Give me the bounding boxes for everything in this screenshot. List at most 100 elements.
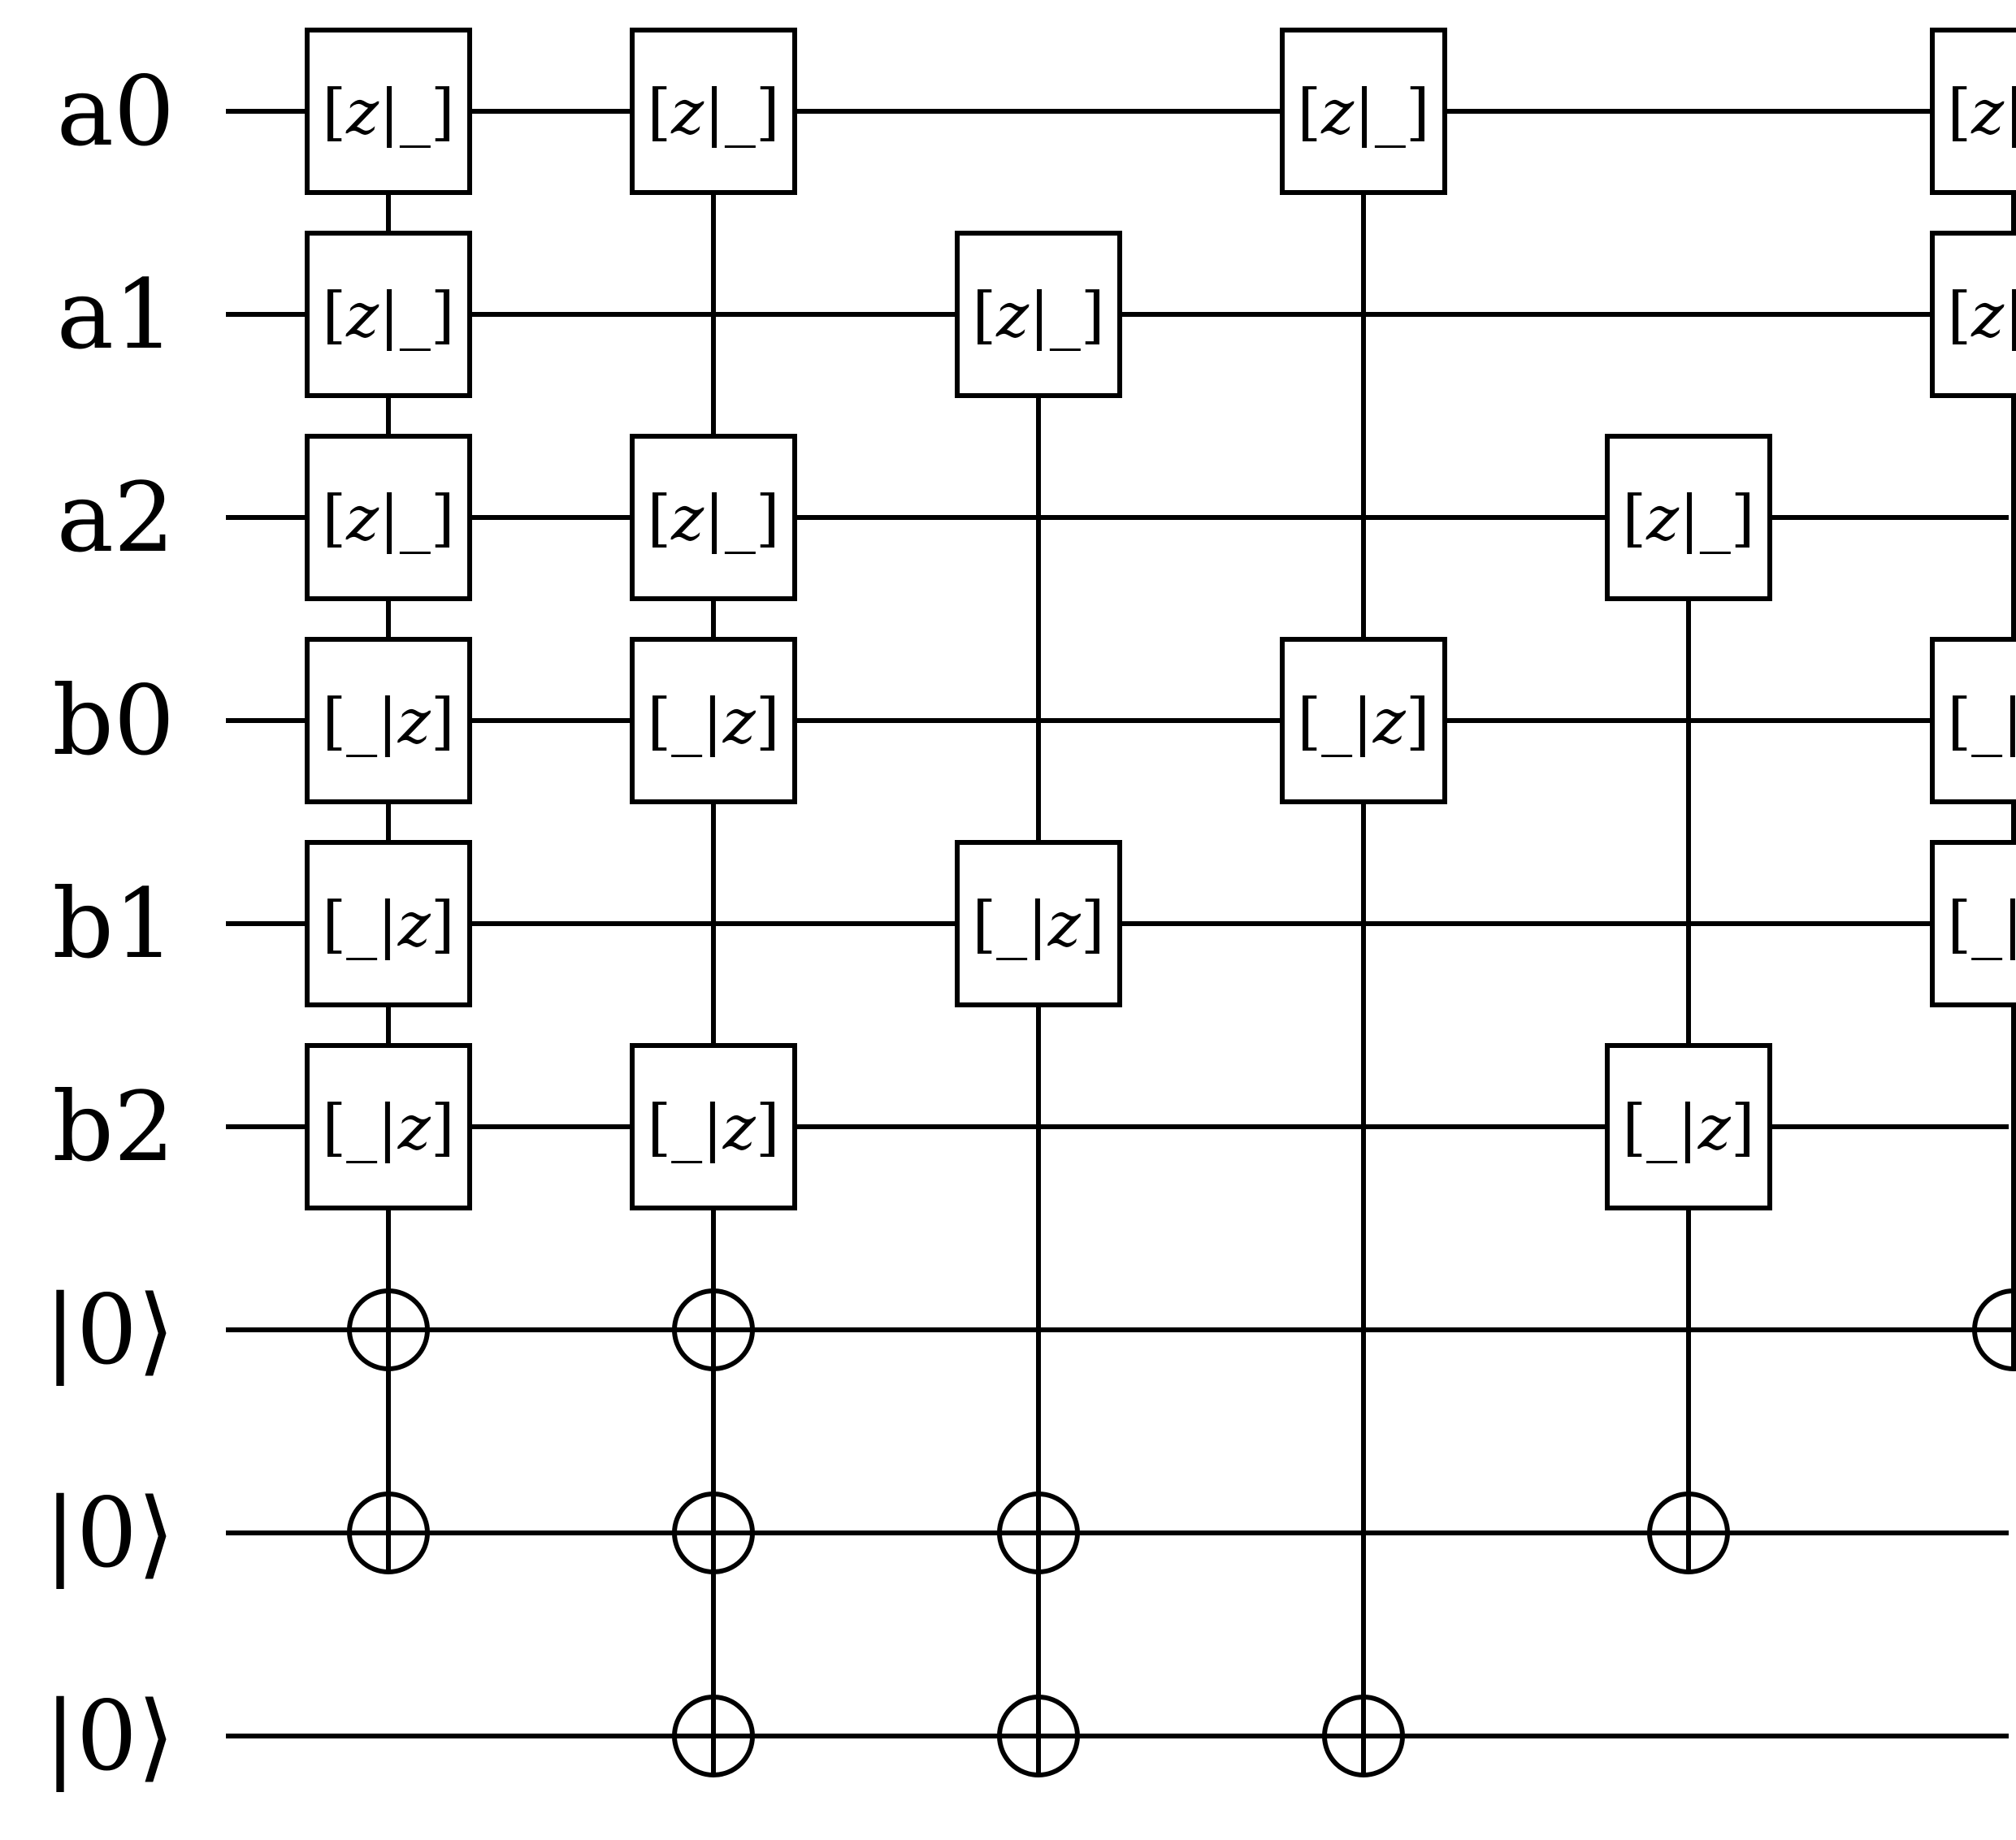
gate-label: [_|z]	[323, 1091, 455, 1163]
wire-label-2: a2	[57, 461, 175, 574]
gate-label-second: _	[1700, 482, 1731, 554]
gate-label-right: ]	[1731, 482, 1755, 554]
gate-label: [_|z]	[1948, 888, 2016, 960]
gate-label-first: _	[1971, 888, 2002, 960]
gate-label-right: ]	[1081, 279, 1105, 351]
gate-label-first: _	[346, 685, 377, 757]
gate-label-first: z	[345, 482, 379, 554]
gate-box: [_|z]	[630, 1043, 797, 1210]
gate-box: [z|_]	[630, 28, 797, 195]
gate-box-frame	[1930, 840, 2016, 1007]
gate-label-sep: |	[379, 482, 400, 554]
gate-box: [z|_]	[1930, 231, 2016, 398]
gate-box-frame	[630, 28, 797, 195]
gate-box-frame	[955, 840, 1122, 1007]
connector-layer	[386, 111, 2016, 1775]
gate-label-sep: |	[1027, 888, 1048, 960]
cnot-target	[1322, 1695, 1405, 1777]
gate-label: [_|z]	[648, 685, 780, 757]
gate-label-left: [	[648, 1091, 672, 1163]
gate-box: [z|_]	[955, 231, 1122, 398]
gate-label-left: [	[323, 279, 347, 351]
gate-label: [_|z]	[323, 685, 455, 757]
gate-label-right: ]	[756, 482, 780, 554]
gate-label: [_|z]	[1948, 685, 2016, 757]
gate-box: [_|z]	[305, 840, 472, 1007]
gate-label-second: z	[1372, 685, 1407, 757]
gates-layer: [z|_][z|_][z|_][_|z][_|z][_|z][z|_][z|_]…	[305, 28, 2016, 1777]
gate-label-first: z	[1970, 279, 2005, 351]
gate-label-first: z	[670, 76, 705, 148]
gate-label-left: [	[323, 1091, 347, 1163]
gate-box-frame	[955, 231, 1122, 398]
gate-box: [z|_]	[1930, 28, 2016, 195]
gate-box: [z|_]	[1605, 434, 1772, 601]
gate-label-first: _	[996, 888, 1027, 960]
gate-label-second: z	[397, 888, 431, 960]
wire-label-7: |0⟩	[44, 1477, 175, 1589]
gate-label-sep: |	[702, 1091, 723, 1163]
gate-label-first: _	[1646, 1091, 1677, 1163]
gate-box-frame	[1930, 28, 2016, 195]
wire-label-3: b0	[52, 665, 175, 777]
gate-label-first: z	[670, 482, 705, 554]
gate-label-sep: |	[377, 888, 398, 960]
gate-box: [z|_]	[1280, 28, 1447, 195]
cnot-target	[672, 1288, 755, 1371]
gate-label-first: _	[1971, 685, 2002, 757]
gate-label-second: z	[722, 685, 757, 757]
gate-label-first: _	[671, 1091, 702, 1163]
cnot-target	[1647, 1491, 1730, 1574]
gate-label-left: [	[323, 888, 347, 960]
gate-label: [z|_]	[323, 482, 455, 554]
gate-label-right: ]	[1081, 888, 1105, 960]
cnot-target	[1972, 1288, 2016, 1371]
wire-label-6: |0⟩	[44, 1274, 175, 1386]
cnot-target	[672, 1695, 755, 1777]
gate-label: [z|_]	[1948, 279, 2016, 351]
gate-label-left: [	[1948, 685, 1972, 757]
gate-label-first: z	[345, 279, 379, 351]
gate-label-sep: |	[1677, 1091, 1698, 1163]
gate-label-second: z	[1047, 888, 1082, 960]
gate-label-sep: |	[1354, 76, 1375, 148]
gate-label-right: ]	[431, 279, 455, 351]
gate-box-frame	[305, 231, 472, 398]
gate-label-left: [	[973, 888, 997, 960]
gate-label-second: _	[1050, 279, 1081, 351]
gate-label-right: ]	[1406, 685, 1430, 757]
gate-label: [_|z]	[973, 888, 1105, 960]
gate-label-sep: |	[1679, 482, 1700, 554]
gate-label: [z|_]	[648, 482, 780, 554]
gate-label-first: _	[1321, 685, 1352, 757]
gate-label: [z|_]	[323, 76, 455, 148]
gate-label-right: ]	[431, 482, 455, 554]
gate-label-sep: |	[2004, 279, 2016, 351]
gate-box: [_|z]	[1930, 840, 2016, 1007]
gate-label-first: _	[346, 1091, 377, 1163]
gate-label: [z|_]	[1298, 76, 1430, 148]
gate-label-sep: |	[704, 482, 725, 554]
gate-label-sep: |	[379, 76, 400, 148]
gate-label: [z|_]	[973, 279, 1105, 351]
cnot-target	[347, 1491, 430, 1574]
gate-label: [z|_]	[648, 76, 780, 148]
gate-label-left: [	[1948, 888, 1972, 960]
gate-label-first: _	[671, 685, 702, 757]
gate-box-frame	[1280, 637, 1447, 804]
cnot-target	[997, 1491, 1080, 1574]
gate-label-left: [	[1623, 1091, 1647, 1163]
gate-label-second: _	[1375, 76, 1406, 148]
gate-box: [z|_]	[630, 434, 797, 601]
gate-label-second: z	[1697, 1091, 1732, 1163]
gate-label-sep: |	[2002, 888, 2016, 960]
gate-box: [z|_]	[305, 434, 472, 601]
gate-label: [_|z]	[648, 1091, 780, 1163]
gate-label-left: [	[1948, 76, 1972, 148]
gate-box-frame	[630, 637, 797, 804]
gate-label-second: _	[725, 76, 756, 148]
gate-label-first: z	[1970, 76, 2005, 148]
gate-box-frame	[305, 1043, 472, 1210]
